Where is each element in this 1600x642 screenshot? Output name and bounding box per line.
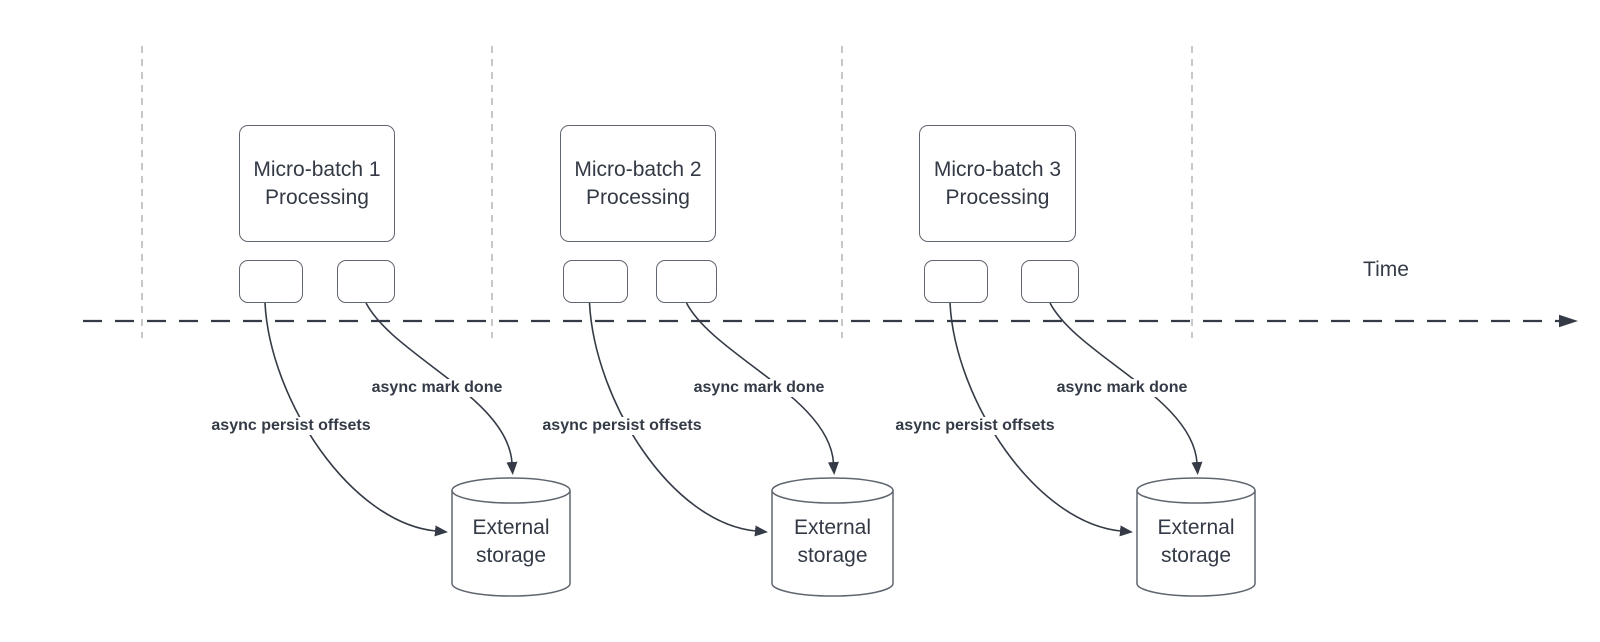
async-mark-done-arrow	[365, 302, 518, 475]
async-mark-done-label: async mark done	[1053, 379, 1191, 397]
micro-batch-processing-box: Micro-batch 3 Processing	[919, 125, 1076, 242]
persist-offsets-task-box	[239, 260, 303, 303]
async-persist-offsets-arrow	[588, 302, 768, 537]
mark-done-task-box	[337, 260, 395, 303]
mark-done-task-box	[1021, 260, 1079, 303]
async-mark-done-arrow	[685, 302, 839, 475]
cylinder-top	[451, 477, 571, 504]
async-persist-offsets-label: async persist offsets	[892, 417, 1058, 435]
async-persist-offsets-label: async persist offsets	[208, 417, 374, 435]
async-mark-done-arrow	[1049, 302, 1203, 475]
micro-batch-processing-box: Micro-batch 2 Processing	[560, 125, 716, 242]
external-storage-cylinder	[451, 477, 571, 597]
async-persist-offsets-label: async persist offsets	[539, 417, 705, 435]
mark-done-task-box	[656, 260, 717, 303]
external-storage-label: External storage	[472, 516, 550, 567]
cylinder-body	[1137, 490, 1255, 584]
cylinder-top	[1136, 477, 1256, 504]
async-persist-offsets-arrow	[949, 302, 1133, 537]
cylinder-top	[771, 477, 894, 504]
external-storage-label: External storage	[1157, 516, 1235, 567]
cylinder-body	[452, 490, 570, 584]
persist-offsets-task-box	[924, 260, 988, 303]
async-mark-done-label: async mark done	[368, 379, 506, 397]
time-axis-label: Time	[1363, 258, 1409, 281]
persist-offsets-task-box	[563, 260, 628, 303]
micro-batch-processing-box: Micro-batch 1 Processing	[239, 125, 395, 242]
external-storage-label: External storage	[793, 516, 872, 567]
async-persist-offsets-arrow	[264, 302, 448, 537]
async-mark-done-label: async mark done	[690, 379, 828, 397]
external-storage-cylinder	[771, 477, 894, 597]
cylinder-body	[772, 490, 893, 584]
external-storage-cylinder	[1136, 477, 1256, 597]
time-axis-arrowhead	[1559, 314, 1578, 328]
